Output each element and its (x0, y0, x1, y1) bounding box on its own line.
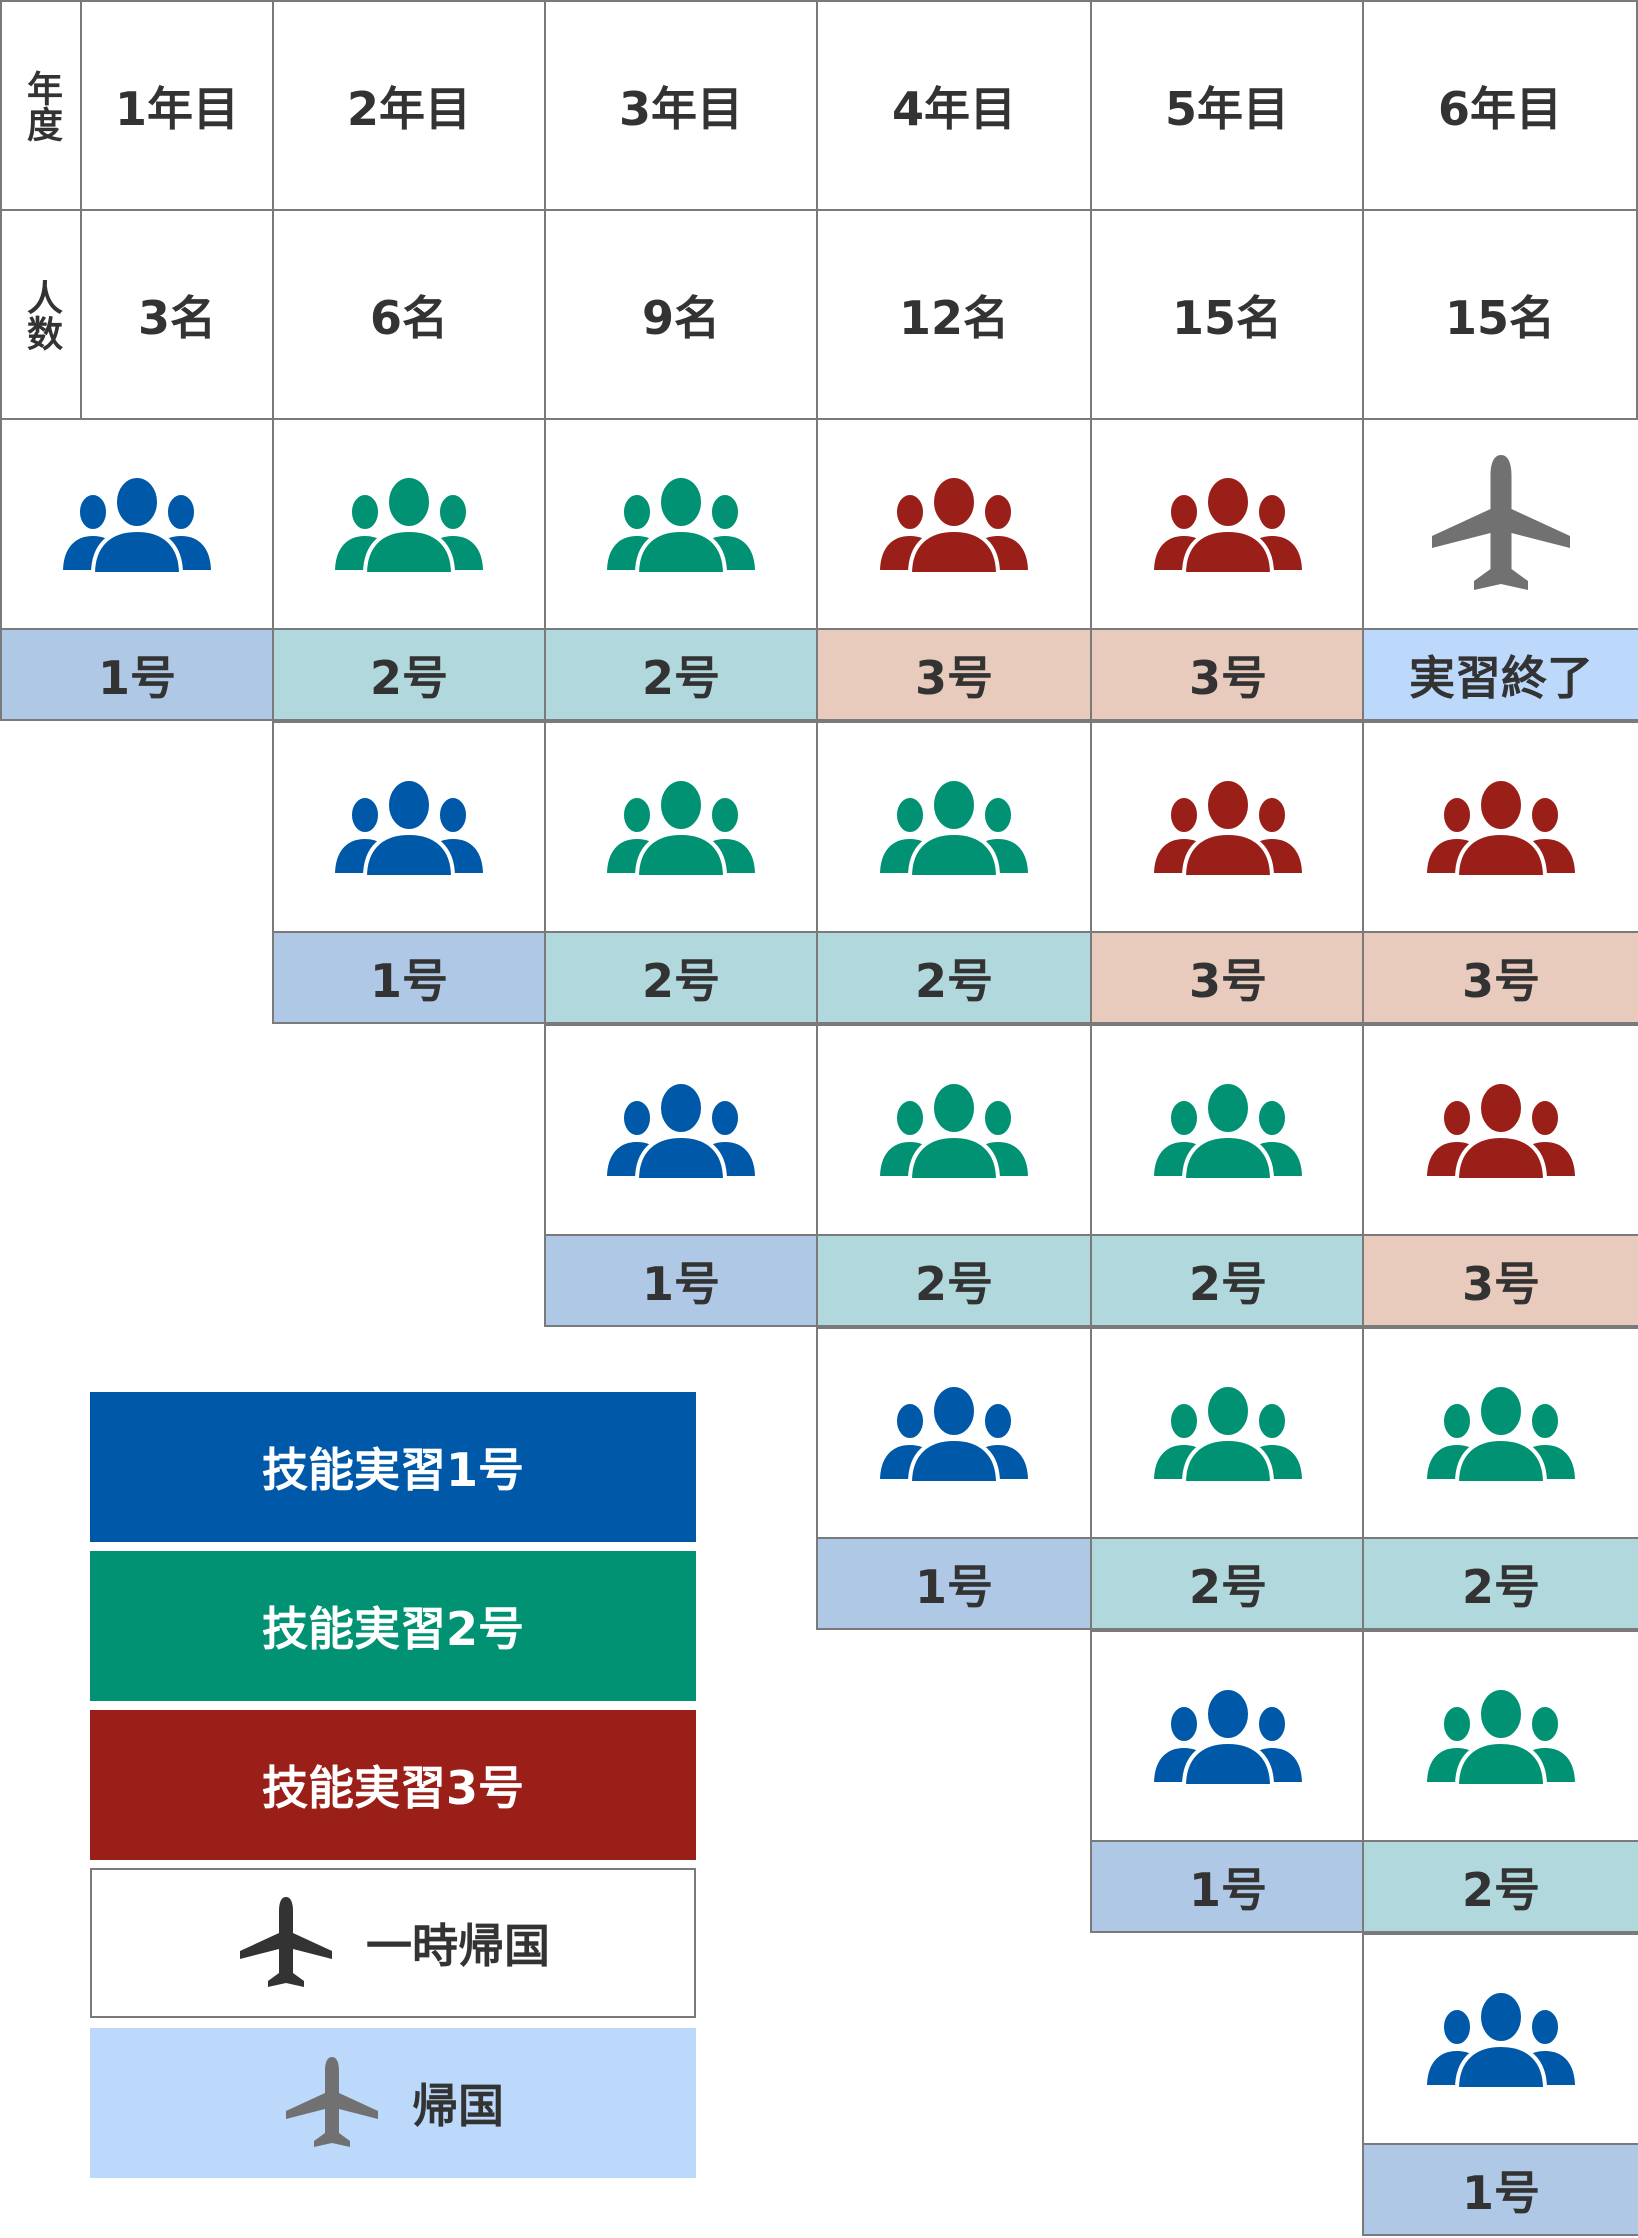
stage-label: 3号 (1090, 628, 1366, 721)
stage-label: 1号 (816, 1537, 1092, 1630)
year-1-count: 3名 (80, 209, 274, 420)
legend-stage2: 技能実習2号 (90, 1551, 696, 1701)
year-6-count: 15名 (1362, 209, 1638, 420)
airplane-icon (286, 2057, 378, 2147)
people-group-icon (1090, 1024, 1366, 1236)
people-group-icon (816, 1327, 1092, 1539)
people-group-icon (816, 418, 1092, 630)
people-group-icon (1362, 1630, 1638, 1842)
year-4-count: 12名 (816, 209, 1092, 420)
year-5-header: 5年目 (1090, 0, 1364, 211)
stage-label: 3号 (1090, 931, 1366, 1024)
stage-label: 1号 (0, 628, 274, 721)
year-4-header: 4年目 (816, 0, 1092, 211)
stage-label: 2号 (1090, 1234, 1366, 1327)
year-1-header: 1年目 (80, 0, 274, 211)
stage-label: 1号 (1090, 1840, 1366, 1933)
people-group-icon (1362, 1327, 1638, 1539)
stage-label: 実習終了 (1362, 628, 1638, 721)
legend-return-home: 帰国 (90, 2028, 696, 2178)
year-2-count: 6名 (272, 209, 546, 420)
year-3-count: 9名 (544, 209, 818, 420)
people-group-icon (1090, 418, 1366, 630)
year-5-count: 15名 (1090, 209, 1364, 420)
stage-label: 2号 (272, 628, 546, 721)
year-3-header: 3年目 (544, 0, 818, 211)
legend-stage1: 技能実習1号 (90, 1392, 696, 1542)
stage-label: 2号 (816, 931, 1092, 1024)
people-group-icon (0, 418, 274, 630)
people-group-icon (816, 1024, 1092, 1236)
people-group-icon (1090, 1630, 1366, 1842)
stage-label: 2号 (1090, 1537, 1366, 1630)
people-group-icon (1362, 721, 1638, 933)
stage-label: 2号 (1362, 1840, 1638, 1933)
people-group-icon (544, 721, 818, 933)
stage-label: 2号 (544, 628, 818, 721)
stage-label: 3号 (1362, 1234, 1638, 1327)
legend-temporary-return: 一時帰国 (90, 1868, 696, 2018)
people-header-label: 人数 (0, 209, 82, 420)
stage-label: 1号 (544, 1234, 818, 1327)
stage-label: 1号 (272, 931, 546, 1024)
legend-stage3: 技能実習3号 (90, 1710, 696, 1860)
people-group-icon (272, 418, 546, 630)
stage-label: 2号 (816, 1234, 1092, 1327)
year-2-header: 2年目 (272, 0, 546, 211)
stage-label: 2号 (544, 931, 818, 1024)
stage-label: 1号 (1362, 2143, 1638, 2236)
people-group-icon (544, 1024, 818, 1236)
stage-label: 2号 (1362, 1537, 1638, 1630)
airplane-icon (240, 1897, 332, 1987)
people-group-icon (816, 721, 1092, 933)
people-group-icon (272, 721, 546, 933)
year-6-header: 6年目 (1362, 0, 1638, 211)
people-group-icon (1362, 1024, 1638, 1236)
year-header-label: 年度 (0, 0, 82, 211)
people-group-icon (1090, 1327, 1366, 1539)
people-group-icon (1362, 1933, 1638, 2145)
people-group-icon (1090, 721, 1366, 933)
airplane-icon (1362, 418, 1638, 630)
stage-label: 3号 (816, 628, 1092, 721)
people-group-icon (544, 418, 818, 630)
stage-label: 3号 (1362, 931, 1638, 1024)
